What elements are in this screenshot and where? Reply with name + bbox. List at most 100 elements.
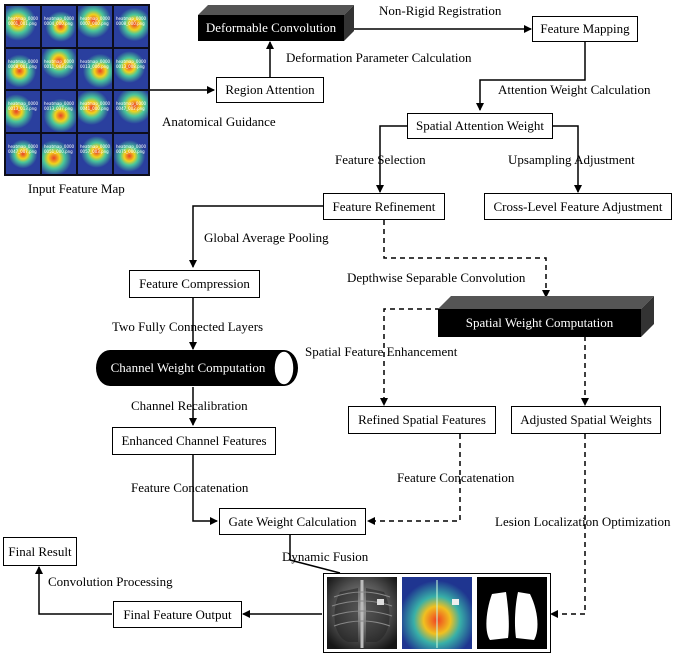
heatmap-tile-filename: 0011_003.png	[44, 63, 73, 69]
edge-saw-to-refinement	[376, 125, 407, 193]
heatmap-tile-label: heatmap_0000	[8, 143, 39, 149]
channel-weight-computation-label: Channel Weight Computation	[110, 360, 266, 375]
heatmap-tile-filename: 0013_037.png	[44, 106, 73, 111]
feature-mapping-node: Feature Mapping	[532, 16, 638, 42]
heatmap-tile-label: heatmap_0000	[80, 101, 111, 106]
spatial-attention-weight-node: Spatial Attention Weight	[407, 113, 553, 139]
heatmap-tile-filename: 0013_013.png	[8, 106, 37, 111]
edge-refinement-to-swc	[383, 220, 550, 298]
feature-refinement-node: Feature Refinement	[323, 193, 445, 220]
spatial-weight-computation-node: Spatial Weight Computation	[438, 296, 654, 337]
label-deformation-parameter: Deformation Parameter Calculation	[286, 50, 472, 65]
label-two-fully-connected: Two Fully Connected Layers	[112, 319, 264, 334]
heatmap-overlay-image	[402, 577, 473, 650]
heatmap-tile-filename: 0004_000.png	[44, 21, 73, 26]
input-feature-map-caption: Input Feature Map	[28, 181, 125, 196]
edge-adjusted-to-images	[550, 434, 586, 618]
channel-weight-computation-node: Channel Weight Computation	[96, 350, 298, 386]
label-lesion-localization: Lesion Localization Optimization	[495, 514, 671, 529]
label-attention-weight-calculation: Attention Weight Calculation	[498, 82, 651, 97]
enhanced-channel-features-node: Enhanced Channel Features	[112, 427, 276, 455]
label-channel-recalibration: Channel Recalibration	[131, 398, 248, 413]
heatmap-tile-filename: 0001_001.png	[8, 21, 37, 26]
edge-output-to-result	[35, 566, 112, 615]
edge-enhanced-to-gate	[192, 455, 218, 525]
heatmap-tile-label: heatmap_0000	[44, 16, 75, 21]
heatmap-tile-filename: 0008_001.png	[8, 63, 37, 69]
heatmap-tile-filename: 0013_008.png	[116, 63, 145, 69]
label-feature-concatenation-right: Feature Concatenation	[397, 470, 515, 485]
heatmap-tile-label: heatmap_0000	[80, 143, 111, 149]
heatmap-tile-label: heatmap_0000	[44, 58, 75, 64]
heatmap-tile-filename: 0008_000.png	[116, 21, 145, 26]
xray-image	[327, 577, 398, 650]
feature-compression-node: Feature Compression	[129, 270, 260, 298]
heatmap-tile-label: heatmap_0000	[80, 58, 111, 64]
heatmap-tile-filename: 0007_000.png	[80, 21, 109, 26]
label-dynamic-fusion: Dynamic Fusion	[282, 549, 369, 564]
lung-mask-image	[477, 577, 548, 650]
final-result-node: Final Result	[3, 537, 77, 566]
heatmap-tile-filename: 0047_007.png	[8, 148, 37, 154]
heatmap-tile-filename: 0075_000.png	[116, 148, 145, 154]
edge-mapping-to-saw	[476, 42, 586, 111]
heatmap-tile-filename: 0013_006.png	[80, 63, 109, 69]
label-anatomical-guidance: Anatomical Guidance	[162, 114, 276, 129]
label-feature-selection: Feature Selection	[335, 152, 426, 167]
heatmap-tile-label: heatmap_0000	[116, 143, 147, 149]
output-image-strip	[323, 573, 551, 653]
label-upsampling-adjustment: Upsampling Adjustment	[508, 152, 635, 167]
heatmap-tile-label: heatmap_0000	[116, 16, 147, 21]
edge-refinement-to-compression	[189, 205, 323, 268]
label-non-rigid-registration: Non-Rigid Registration	[379, 3, 502, 18]
final-feature-output-node: Final Feature Output	[113, 601, 242, 628]
heatmap-tile-filename: 0051_000.png	[44, 148, 73, 154]
adjusted-spatial-weights-node: Adjusted Spatial Weights	[511, 406, 661, 434]
edge-swc-to-refined	[380, 308, 440, 406]
deformable-convolution-label: Deformable Convolution	[205, 20, 337, 35]
region-attention-node: Region Attention	[216, 77, 324, 103]
edge-saw-to-crosslevel	[551, 125, 582, 193]
cross-level-adjustment-node: Cross-Level Feature Adjustment	[484, 193, 672, 220]
heatmap-tile-label: heatmap_0000	[8, 16, 39, 21]
refined-spatial-features-node: Refined Spatial Features	[348, 406, 496, 434]
heatmap-tile-filename: 0041_000.png	[80, 106, 109, 111]
deformable-convolution-node: Deformable Convolution	[198, 5, 354, 41]
label-feature-concatenation-left: Feature Concatenation	[131, 480, 249, 495]
heatmap-tile-filename: 0047_002.png	[116, 106, 145, 111]
edge-gate-to-images	[289, 535, 341, 574]
heatmap-tile-label: heatmap_0000	[116, 101, 147, 106]
heatmap-tile-label: heatmap_0000	[44, 143, 75, 149]
heatmap-tile-label: heatmap_0000	[116, 58, 147, 64]
label-convolution-processing: Convolution Processing	[48, 574, 173, 589]
heatmap-tile-filename: 0057_003.png	[80, 148, 109, 154]
gate-weight-calculation-node: Gate Weight Calculation	[219, 508, 366, 535]
heatmap-tile-label: heatmap_0000	[80, 16, 111, 21]
label-global-average-pooling: Global Average Pooling	[204, 230, 329, 245]
edge-refined-to-gate	[367, 434, 461, 525]
label-depthwise-separable: Depthwise Separable Convolution	[347, 270, 526, 285]
heatmap-tile-label: heatmap_0000	[8, 58, 39, 64]
label-spatial-feature-enhancement: Spatial Feature Enhancement	[305, 344, 458, 359]
heatmap-tile-label: heatmap_0000	[44, 101, 75, 106]
